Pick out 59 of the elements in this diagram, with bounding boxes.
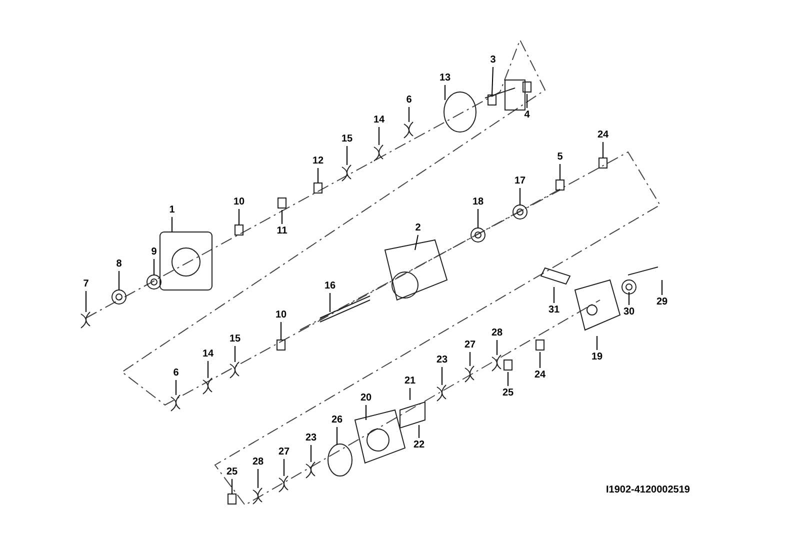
leader-line	[602, 142, 604, 158]
callout-number: 10	[275, 310, 287, 320]
leader-line	[418, 424, 420, 438]
leader-line	[336, 426, 338, 446]
callout-number: 7	[83, 278, 89, 290]
callout-number: 24	[597, 130, 609, 140]
callout-number: 13	[439, 72, 451, 84]
callout-number: 9	[151, 246, 157, 258]
callout-number: 6	[173, 368, 179, 378]
callout-number: 10	[233, 196, 245, 208]
callout-number: 11	[276, 226, 288, 236]
callout-number: 25	[502, 388, 514, 398]
callout-number: 22	[413, 440, 425, 450]
callout-number: 23	[305, 432, 317, 444]
leader-line	[492, 66, 494, 96]
callout-number: 26	[331, 414, 343, 426]
drawing-number: I1902-4120002519	[606, 484, 690, 496]
callout-number: 15	[229, 334, 241, 344]
callout-number: 18	[472, 196, 484, 208]
callout-number: 19	[591, 352, 603, 362]
callout-number: 30	[623, 306, 635, 318]
leader-line	[526, 94, 528, 108]
callout-number: 27	[278, 446, 290, 458]
leader-line	[408, 106, 410, 122]
callout-number: 16	[324, 280, 336, 292]
callout-number: 28	[491, 328, 503, 338]
leader-line	[310, 444, 312, 462]
callout-number: 4	[524, 110, 530, 120]
callout-number: 1	[169, 204, 175, 216]
callout-number: 6	[406, 94, 412, 106]
callout-number: 14	[202, 348, 214, 360]
callout-number: 8	[116, 258, 122, 270]
leader-line	[378, 126, 380, 146]
leader-line	[280, 322, 282, 340]
leader-line	[346, 146, 348, 166]
callout-number: 3	[490, 54, 496, 66]
callout-number: 20	[360, 392, 372, 404]
callout-number: 25	[226, 466, 238, 478]
callout-number: 14	[373, 114, 385, 126]
leader-line	[596, 336, 598, 350]
callout-number: 5	[557, 152, 563, 162]
leader-line	[496, 340, 498, 356]
leader-line	[414, 234, 418, 250]
callout-number: 29	[656, 296, 668, 308]
leader-line	[238, 208, 240, 226]
callout-number: 21	[404, 376, 416, 386]
callout-number: 12	[312, 156, 324, 166]
leader-line	[234, 346, 236, 362]
leader-line	[118, 270, 120, 290]
leader-line	[444, 84, 446, 100]
callout-number: 28	[252, 456, 264, 468]
callout-number: 23	[436, 354, 448, 366]
callout-number: 15	[341, 134, 353, 144]
callout-number: 2	[415, 222, 421, 234]
leader-line	[628, 292, 630, 306]
callout-number: 27	[464, 340, 476, 350]
callout-number: 31	[548, 304, 560, 316]
callout-number: 17	[514, 176, 526, 186]
callout-number: 24	[534, 370, 546, 380]
